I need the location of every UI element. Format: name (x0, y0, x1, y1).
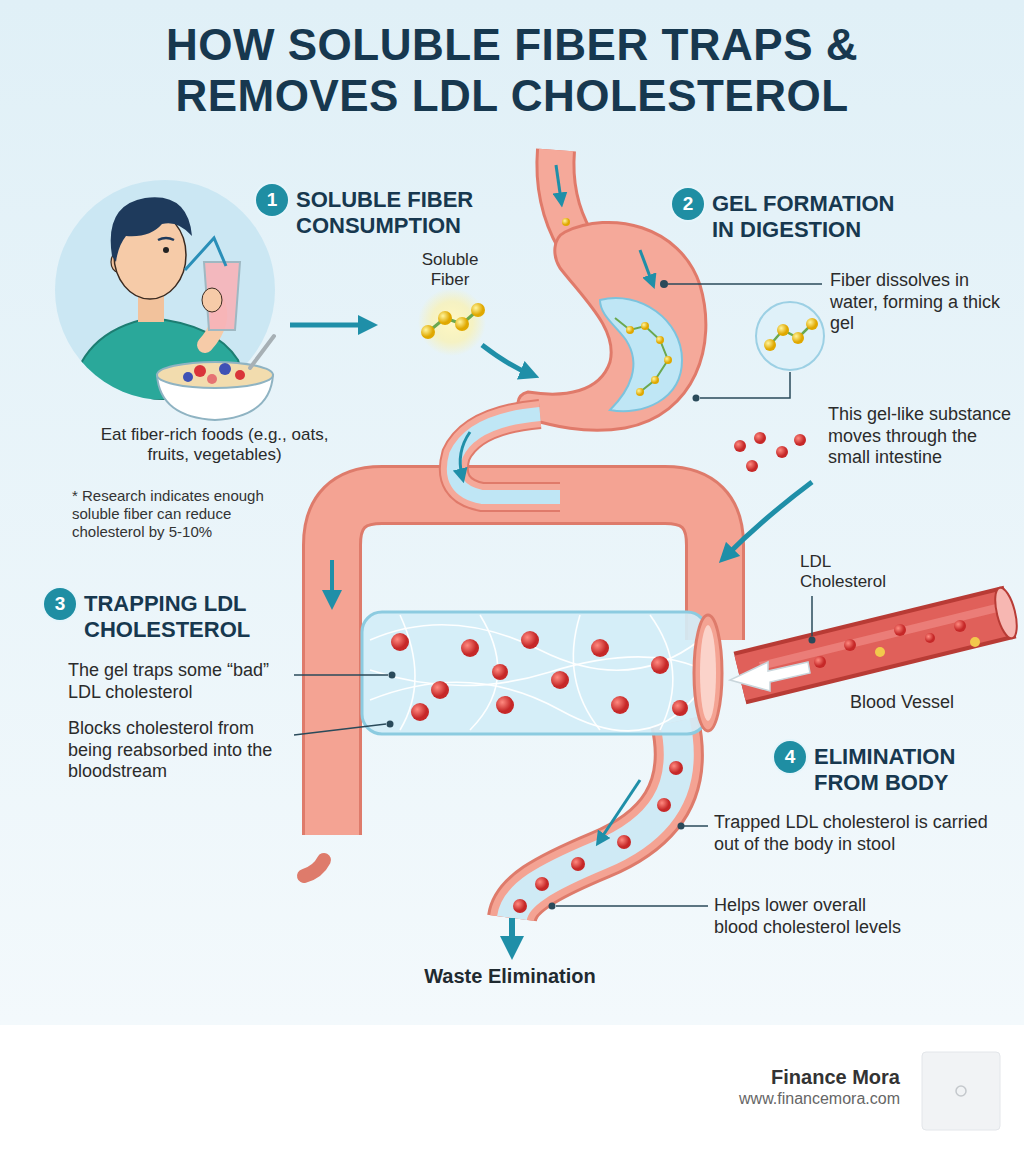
food-note: Eat fiber-rich foods (e.g., oats, fruits… (82, 425, 347, 466)
part-label: Waste Elimination (400, 964, 620, 988)
brand-url: www.financemora.com (739, 1089, 900, 1110)
callout-text: Trapped LDL cholesterol is carried out o… (714, 812, 1009, 855)
callout-number: 1 (256, 184, 288, 216)
step-marker: 2GEL FORMATION IN DIGESTION (672, 188, 912, 243)
callout-number: 4 (774, 741, 806, 773)
step-heading: SOLUBLE FIBER CONSUMPTION (296, 184, 496, 239)
research-note: * Research indicates enough soluble fibe… (72, 487, 292, 541)
callout-number: 3 (44, 588, 76, 620)
brand-name: Finance Mora (771, 1065, 900, 1089)
step-marker: 4ELIMINATION FROM BODY (774, 741, 989, 796)
step-heading: TRAPPING LDL CHOLESTEROL (84, 588, 284, 643)
callout-text: This gel-like substance moves through th… (828, 404, 1016, 469)
callout-text: The gel traps some “bad” LDL cholesterol (68, 660, 290, 703)
fiber-label: Soluble Fiber (405, 250, 495, 291)
step-marker: 1SOLUBLE FIBER CONSUMPTION (256, 184, 496, 239)
callout-text: Helps lower overall blood cholesterol le… (714, 895, 914, 938)
callout-text: Fiber dissolves in water, forming a thic… (830, 270, 1005, 335)
step-heading: GEL FORMATION IN DIGESTION (712, 188, 912, 243)
callout-number: 2 (672, 188, 704, 220)
part-label: LDL Cholesterol (800, 552, 880, 593)
step-marker: 3TRAPPING LDL CHOLESTEROL (44, 588, 284, 643)
part-label: Blood Vessel (850, 692, 1000, 714)
step-heading: ELIMINATION FROM BODY (814, 741, 989, 796)
footer-band: Finance Morawww.financemora.com (0, 1025, 1024, 1154)
diagram-title: HOW SOLUBLE FIBER TRAPS & REMOVES LDL CH… (82, 20, 942, 121)
callout-text: Blocks cholesterol from being reabsorbed… (68, 718, 290, 783)
